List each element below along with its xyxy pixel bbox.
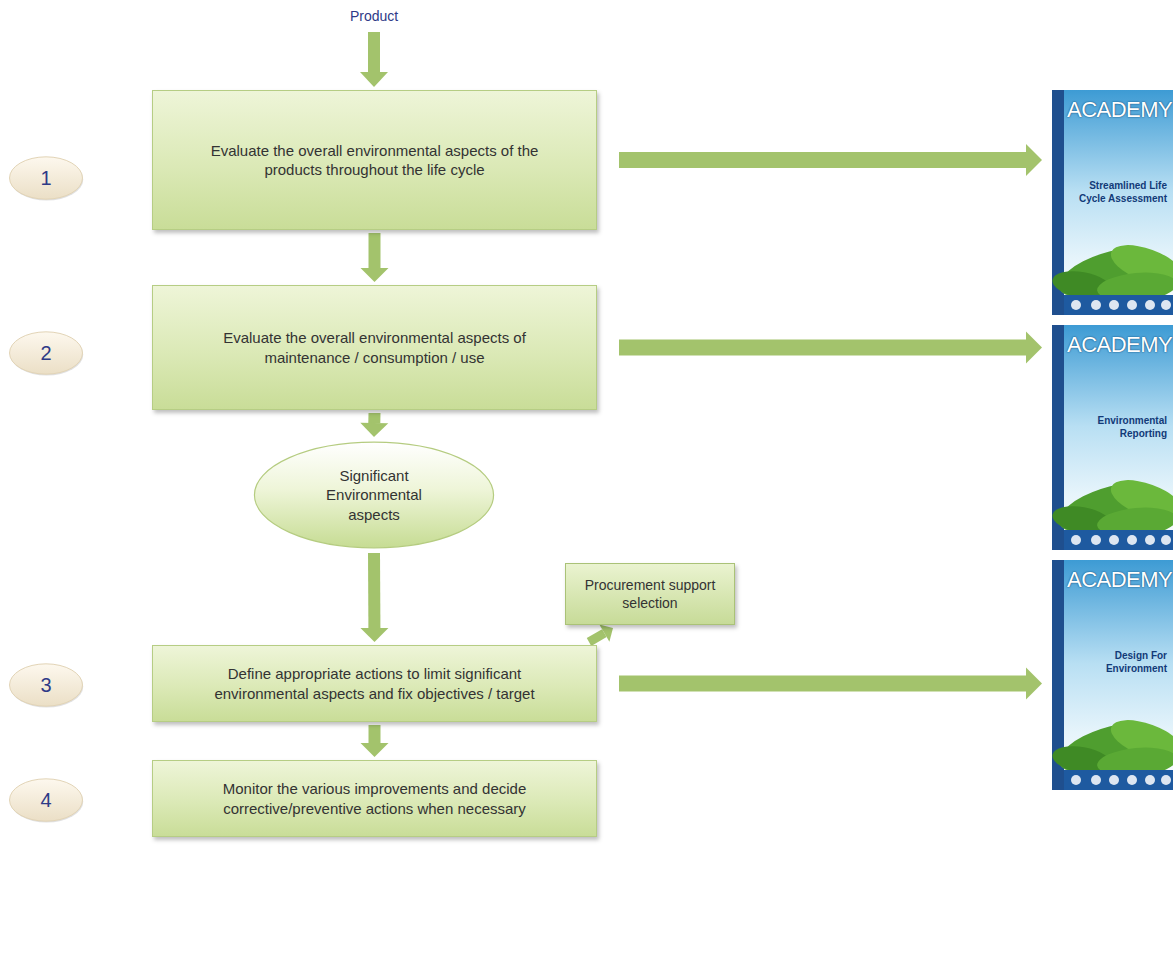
arrow-head [360,423,388,437]
logo-mark [1161,775,1171,785]
step-text: Monitor the various improvements and dec… [195,779,555,818]
flow-arrow [589,624,613,642]
arrow-head [1026,668,1042,700]
arrow-head [361,743,389,757]
logo-mark [1161,535,1171,545]
logo-mark [1145,300,1155,310]
ellipse-shape [254,442,493,548]
arrow-shaft [619,676,1026,692]
callout-oval: 3 [8,662,84,708]
product-arrow [360,32,388,87]
arrow-shaft [619,152,1026,168]
book-title: Environmental Reporting [1052,415,1173,440]
arrow-head [360,72,388,87]
oval-shape [10,664,83,706]
arrow-shaft [368,413,380,423]
series-name: ACADEMY [1052,333,1173,357]
callout-oval: 4 [8,777,84,823]
process-box: Define appropriate actions to limit sign… [152,645,597,722]
logo-mark [1071,775,1081,785]
arrow-head [1026,144,1042,176]
logo-mark [1145,775,1155,785]
arrow-shaft [619,340,1026,356]
callout-oval: 2 [8,330,84,376]
support-box: Procurement support selection [565,563,735,625]
logo-strip [1064,295,1173,315]
flow-arrow [360,553,388,642]
arrow-head [361,268,389,282]
logo-mark [1091,535,1101,545]
arrow-shaft [369,725,381,743]
logo-mark [1109,775,1119,785]
input-label: Product [324,8,424,24]
logo-mark [1091,300,1101,310]
flow-arrow [361,725,389,757]
result-text: Significant Environmental aspects [312,466,437,525]
book-cover: ACADEMY Design For Environment [1052,560,1173,790]
flow-arrow [360,413,388,437]
oval-shape [10,779,83,821]
flow-arrow [619,668,1042,700]
book-title: Design For Environment [1052,650,1173,675]
arrow-shaft [368,32,380,74]
book-cover: ACADEMY Environmental Reporting [1052,325,1173,550]
book-title: Streamlined Life Cycle Assessment [1052,180,1173,205]
support-text: Procurement support selection [580,576,720,612]
arrow-head [360,628,388,642]
callout-number: 3 [40,672,51,698]
logo-mark [1161,300,1171,310]
result-ellipse: Significant Environmental aspects [252,440,496,550]
step-text: Evaluate the overall environmental aspec… [207,141,542,180]
arrow-head [1026,332,1042,364]
process-box: Evaluate the overall environmental aspec… [152,90,597,230]
logo-mark [1127,300,1137,310]
book-cover: ACADEMY Streamlined Life Cycle Assessment [1052,90,1173,315]
process-box: Evaluate the overall environmental aspec… [152,285,597,410]
logo-mark [1071,535,1081,545]
arrow-shaft [589,633,604,642]
series-name: ACADEMY [1052,568,1173,592]
callout-oval: 1 [8,155,84,201]
logo-mark [1071,300,1081,310]
callout-number: 4 [40,787,51,813]
logo-mark [1145,535,1155,545]
step-text: Define appropriate actions to limit sign… [182,664,567,703]
logo-mark [1109,300,1119,310]
logo-mark [1109,535,1119,545]
series-name: ACADEMY [1052,98,1173,122]
arrow-shaft [369,233,381,268]
arrow-shaft [368,553,380,628]
flow-arrow [619,332,1042,364]
callout-number: 1 [40,165,51,191]
step-text: Evaluate the overall environmental aspec… [207,328,542,367]
book-cover-art [1052,560,1173,790]
oval-shape [10,157,83,199]
flow-arrow [619,144,1042,176]
oval-shape [10,332,83,374]
logo-mark [1127,535,1137,545]
logo-mark [1091,775,1101,785]
logo-mark [1127,775,1137,785]
process-box: Monitor the various improvements and dec… [152,760,597,837]
logo-strip [1064,530,1173,550]
logo-strip [1064,770,1173,790]
arrow-head [599,624,613,641]
callout-number: 2 [40,340,51,366]
flow-arrow [361,233,389,282]
